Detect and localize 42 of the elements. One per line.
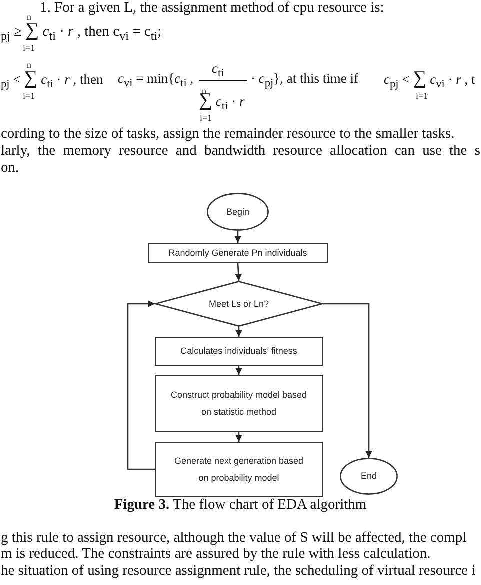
arrow bbox=[127, 300, 155, 470]
terminal-ellipse bbox=[207, 193, 269, 231]
node-label: Generate next generation based on probability model bbox=[173, 454, 305, 485]
formula-text: · c$_{pj}$}, at this time if bbox=[251, 71, 358, 92]
sum-lower-limit: i=1 bbox=[23, 43, 36, 53]
process-box bbox=[148, 243, 328, 263]
arrow bbox=[323, 303, 372, 458]
formula-text: c$_{vi}$ = min{c$_{ti}$ , bbox=[118, 71, 194, 92]
node-label: Meet Ls or Ln? bbox=[208, 298, 270, 310]
sum-lower-limit: i=1 bbox=[416, 91, 428, 101]
arrow bbox=[236, 432, 242, 442]
paragraph-text: m is reduced. The constraints are assured by the rule with less calculation. bbox=[1, 546, 431, 562]
sum-upper-limit: n bbox=[27, 60, 32, 70]
sum-upper-limit: n bbox=[27, 12, 32, 22]
fraction-denominator: ∑ c$_{ti}$ · r bbox=[199, 93, 245, 115]
paragraph-text: he situation of using resource assignment rule, the scheduling of virtual resource i bbox=[1, 563, 476, 579]
paragraph-text: g this rule to assign resource, although the value of S will be affected, the compl bbox=[1, 530, 467, 546]
node-label: Randomly Generate Pn individuals bbox=[168, 246, 308, 260]
sentence-text: 1. For a given L, the assignment method of cpu resource is: bbox=[40, 0, 384, 16]
decision-diamond bbox=[155, 281, 323, 327]
formula-text: $_{pj}$ ≥ ∑ c$_{ti}$ · r , then c$_{vi}$ = c$_{ti}$; bbox=[1, 23, 162, 44]
arrow bbox=[234, 231, 242, 243]
node-label: Begin bbox=[225, 206, 251, 219]
process-box bbox=[155, 337, 323, 366]
sum-lower-limit: i=1 bbox=[200, 113, 212, 123]
process-box bbox=[155, 442, 323, 497]
terminal-ellipse bbox=[340, 458, 398, 495]
fraction-numerator: c$_{ti}$ bbox=[212, 61, 224, 82]
formula-text: c$_{pj}$ < ∑ c$_{vi}$ · r , t bbox=[384, 71, 476, 93]
arrow bbox=[236, 366, 242, 375]
node-label: Construct probability model based on statistic method bbox=[170, 388, 308, 418]
paragraph-text: on. bbox=[1, 160, 20, 176]
arrow bbox=[236, 327, 242, 337]
arrow bbox=[235, 262, 242, 282]
node-label: End bbox=[360, 470, 378, 483]
sum-lower-limit: i=1 bbox=[23, 91, 36, 101]
process-box bbox=[155, 375, 323, 432]
formula-text: $_{pj}$ < ∑ c$_{ti}$ · r , then bbox=[1, 71, 104, 93]
figure-caption: Figure 3. The flow chart of EDA algorithm bbox=[113, 497, 368, 514]
node-label: Calculates individuals’ fitness bbox=[180, 345, 298, 358]
paragraph-text: larly, the memory resource and bandwidth resource allocation can use the s bbox=[1, 143, 481, 159]
paragraph-text: cording to the size of tasks, assign the remainder resource to the smaller tasks. bbox=[1, 126, 455, 142]
